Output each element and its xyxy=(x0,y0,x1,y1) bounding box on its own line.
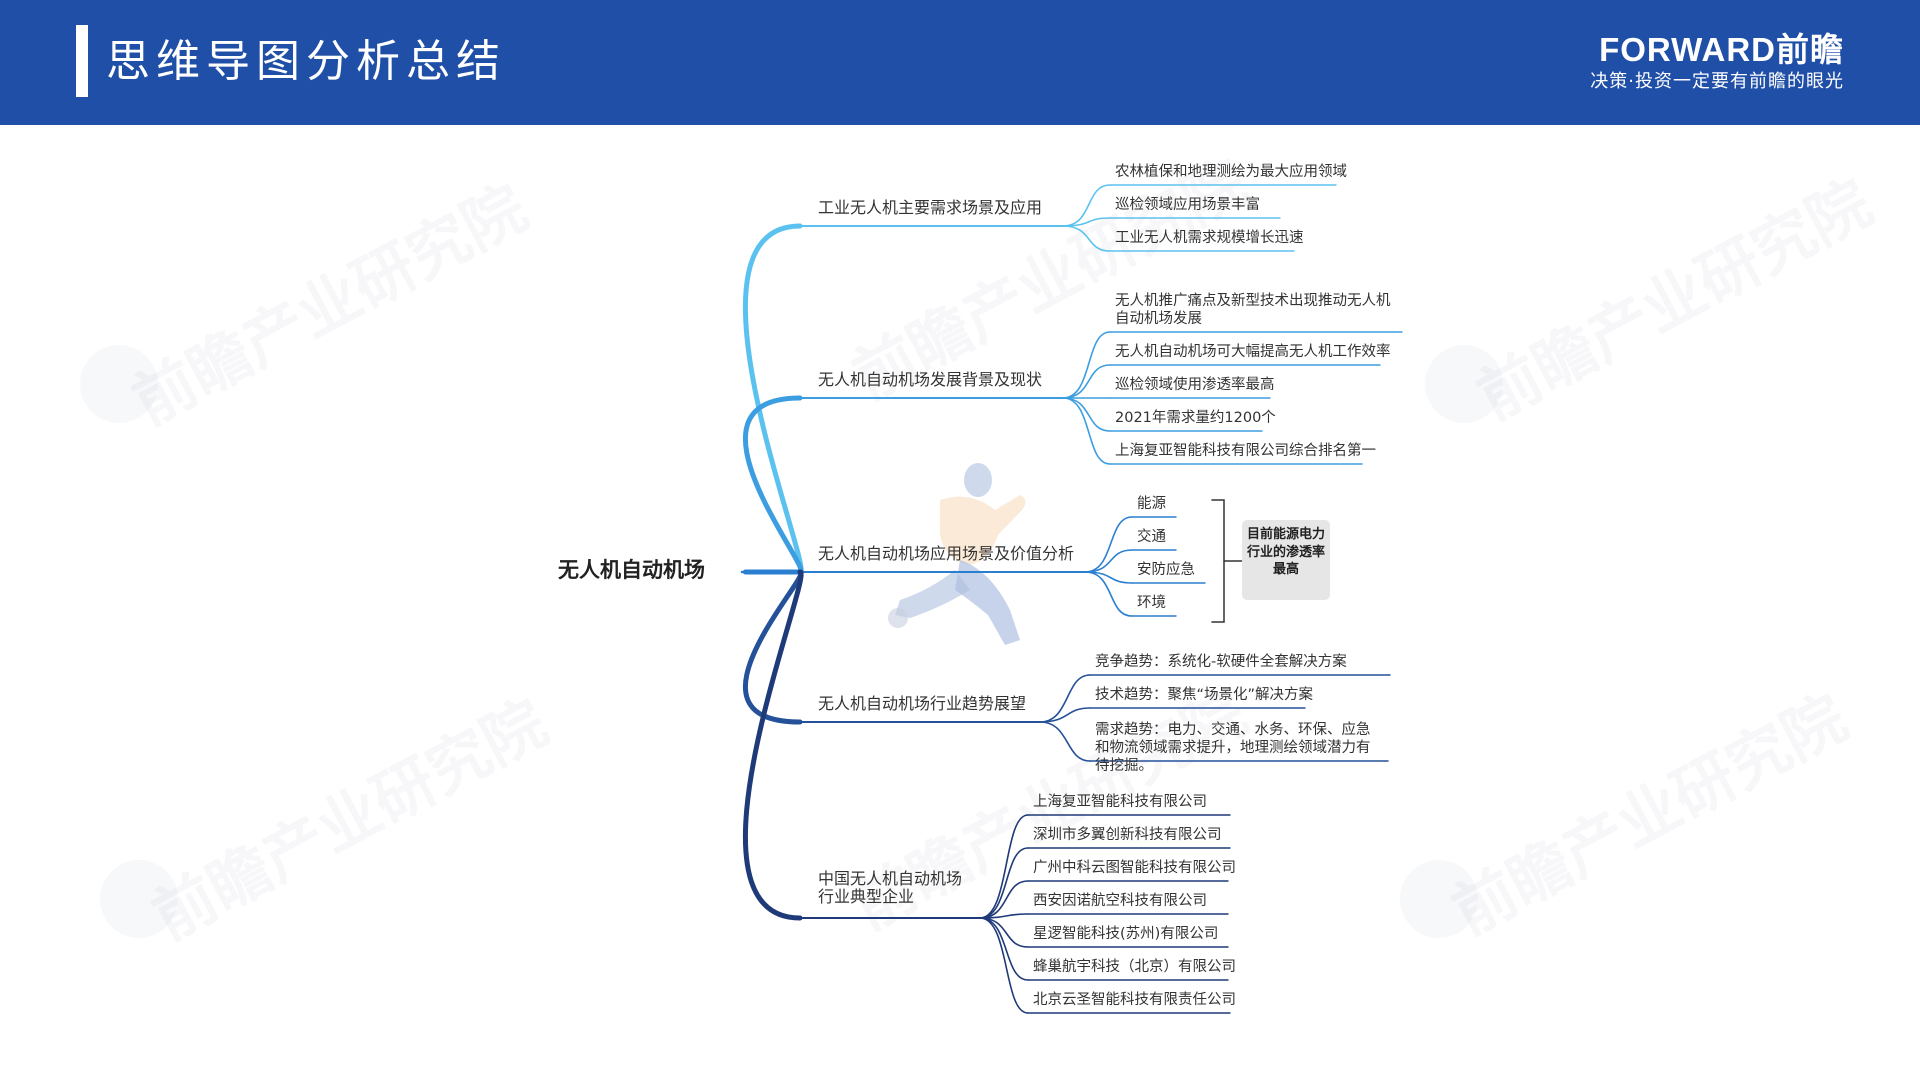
child-connector xyxy=(1039,707,1091,723)
child-connector xyxy=(1084,549,1133,573)
leaf-node[interactable]: 巡检领域使用渗透率最高 xyxy=(1115,376,1275,393)
header-bar: 思维导图分析总结 FORWARD前瞻 决策·投资一定要有前瞻的眼光 xyxy=(0,0,1920,125)
child-connector xyxy=(1084,516,1133,573)
leaf-node[interactable]: 交通 xyxy=(1137,528,1166,545)
running-person-illustration xyxy=(888,463,1026,645)
watermark-logo-icon xyxy=(100,860,178,938)
brand-logo: FORWARD前瞻 决策·投资一定要有前瞻的眼光 xyxy=(1590,30,1844,94)
leaf-node[interactable]: 广州中科云图智能科技有限公司 xyxy=(1033,859,1236,876)
leaf-node[interactable]: 能源 xyxy=(1137,495,1166,512)
child-connector xyxy=(979,917,1029,948)
branch-node[interactable]: 工业无人机主要需求场景及应用 xyxy=(818,198,1043,217)
child-connector xyxy=(979,814,1029,919)
child-connector xyxy=(1062,364,1111,399)
branch-connector xyxy=(742,223,804,575)
child-connector xyxy=(1039,674,1091,723)
leaf-node[interactable]: 需求趋势：电力、交通、水务、环保、应急和物流领域需求提升，地理测绘领域潜力有待挖… xyxy=(1095,722,1371,774)
leaf-node[interactable]: 巡检领域应用场景丰富 xyxy=(1115,196,1260,213)
child-connector xyxy=(1062,397,1111,432)
leaf-node[interactable]: 深圳市多翼创新科技有限公司 xyxy=(1033,826,1222,843)
leaf-node[interactable]: 西安因诺航空科技有限公司 xyxy=(1033,892,1207,909)
leaf-node[interactable]: 竞争趋势：系统化-软硬件全套解决方案 xyxy=(1095,653,1347,670)
child-connector xyxy=(1062,397,1111,465)
child-connector xyxy=(1084,571,1133,617)
leaf-node[interactable]: 星逻智能科技(苏州)有限公司 xyxy=(1033,925,1219,942)
summary-node[interactable]: 目前能源电力行业的渗透率最高 xyxy=(1246,527,1325,577)
child-connector xyxy=(1062,225,1111,252)
leaf-node[interactable]: 蜂巢航宇科技（北京）有限公司 xyxy=(1033,958,1236,975)
branch-connector xyxy=(742,569,804,725)
leaf-node[interactable]: 工业无人机需求规模增长迅速 xyxy=(1115,229,1304,246)
leaf-node[interactable]: 北京云圣智能科技有限责任公司 xyxy=(1033,991,1236,1008)
child-connector xyxy=(979,917,1029,1014)
leaf-node[interactable]: 环境 xyxy=(1137,594,1166,611)
title-accent-bar xyxy=(76,25,88,97)
child-connector xyxy=(1062,184,1111,227)
leaf-node[interactable]: 农林植保和地理测绘为最大应用领域 xyxy=(1115,163,1347,180)
watermark-logo-icon xyxy=(1425,345,1503,423)
branch-node[interactable]: 无人机自动机场发展背景及现状 xyxy=(818,370,1043,389)
branch-connector xyxy=(743,395,804,575)
leaf-node[interactable]: 2021年需求量约1200个 xyxy=(1115,409,1276,426)
child-connector xyxy=(979,847,1029,919)
child-connector xyxy=(979,917,1029,981)
brand-logo-text: FORWARD前瞻 xyxy=(1599,31,1844,68)
branch-node[interactable]: 中国无人机自动机场行业典型企业 xyxy=(818,869,963,906)
branch-node[interactable]: 无人机自动机场应用场景及价值分析 xyxy=(818,544,1075,563)
child-connector xyxy=(1062,217,1111,227)
child-connector xyxy=(979,880,1029,919)
leaf-node[interactable]: 上海复亚智能科技有限公司 xyxy=(1033,793,1207,810)
branch-connector xyxy=(742,569,804,921)
leaf-node[interactable]: 技术趋势：聚焦“场景化”解决方案 xyxy=(1095,686,1314,703)
leaf-node[interactable]: 无人机推广痛点及新型技术出现推动无人机自动机场发展 xyxy=(1115,293,1391,327)
page-title: 思维导图分析总结 xyxy=(106,36,506,87)
watermark-logo-icon xyxy=(1400,860,1478,938)
leaf-node[interactable]: 上海复亚智能科技有限公司综合排名第一 xyxy=(1115,442,1376,459)
child-connector xyxy=(1062,331,1111,399)
leaf-node[interactable]: 安防应急 xyxy=(1137,561,1195,578)
branch-node[interactable]: 无人机自动机场行业趋势展望 xyxy=(818,694,1027,713)
leaf-node[interactable]: 无人机自动机场可大幅提高无人机工作效率 xyxy=(1115,343,1391,360)
watermark-logo-icon xyxy=(80,345,158,423)
summary-box xyxy=(1242,520,1330,600)
brand-slogan: 决策·投资一定要有前瞻的眼光 xyxy=(1590,71,1844,92)
root-node-box xyxy=(548,542,728,598)
root-node[interactable]: 无人机自动机场 xyxy=(558,558,705,582)
child-connector xyxy=(1039,721,1091,762)
